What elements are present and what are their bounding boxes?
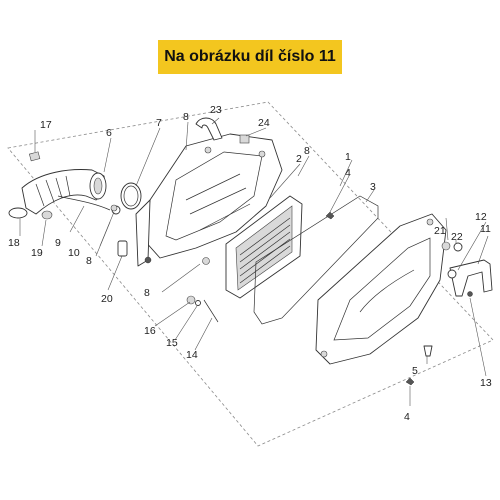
drain-part (117, 240, 128, 257)
callout-13: 13 (480, 377, 492, 389)
part-number-banner: Na obrázku díl číslo 11 (158, 40, 342, 74)
airbox-cover-part (315, 213, 447, 365)
nut-part (447, 269, 457, 279)
breather-hose-part (195, 117, 223, 141)
leader-lines (19, 117, 489, 406)
callout-18: 18 (8, 237, 20, 249)
callout-8: 8 (304, 145, 310, 157)
callout-12: 12 (475, 211, 487, 223)
callout-9: 9 (55, 237, 61, 249)
callout-17: 17 (40, 119, 52, 131)
bracket-part (449, 259, 493, 297)
callout-22: 22 (451, 231, 463, 243)
bolt-part (203, 299, 219, 323)
callout-5: 5 (412, 365, 418, 377)
callout-24: 24 (258, 117, 270, 129)
airbox-housing-part (135, 133, 283, 267)
callout-11: 11 (480, 223, 491, 235)
screw-part (405, 377, 415, 386)
screw-part (423, 345, 433, 357)
fitting-part (239, 134, 250, 144)
gasket-part (253, 195, 379, 325)
callout-16: 16 (144, 325, 156, 337)
clip-part (28, 151, 41, 162)
callout-8: 8 (183, 111, 189, 123)
washer-part (195, 300, 201, 306)
grommet-part (41, 210, 53, 220)
callout-21: 21 (434, 225, 446, 237)
bush-part (453, 242, 463, 252)
callout-8: 8 (144, 287, 150, 299)
screw-part (325, 211, 335, 220)
washer-part (186, 295, 196, 305)
callout-19: 19 (31, 247, 43, 259)
callout-4: 4 (404, 411, 410, 423)
callout-8: 8 (86, 255, 92, 267)
ring-part (8, 207, 28, 219)
callout-6: 6 (106, 127, 112, 139)
callout-23: 23 (210, 104, 222, 116)
callout-10: 10 (68, 247, 80, 259)
callout-15: 15 (166, 337, 178, 349)
hose-part (57, 195, 111, 211)
callout-3: 3 (370, 181, 376, 193)
callout-14: 14 (186, 349, 198, 361)
air-filter-element-part (225, 195, 303, 299)
intake-duct-part (21, 169, 107, 215)
washer-part (441, 241, 451, 251)
nut-part (202, 257, 210, 265)
nut-part (110, 204, 118, 212)
callout-2: 2 (296, 153, 302, 165)
callout-20: 20 (101, 293, 113, 305)
callout-7: 7 (156, 117, 162, 129)
assembly-frame (7, 101, 494, 447)
callout-4: 4 (345, 167, 351, 179)
callout-labels: 1 2 3 4 4 5 6 7 8 8 8 8 9 10 11 12 13 14… (8, 104, 492, 423)
callout-1: 1 (345, 151, 351, 163)
